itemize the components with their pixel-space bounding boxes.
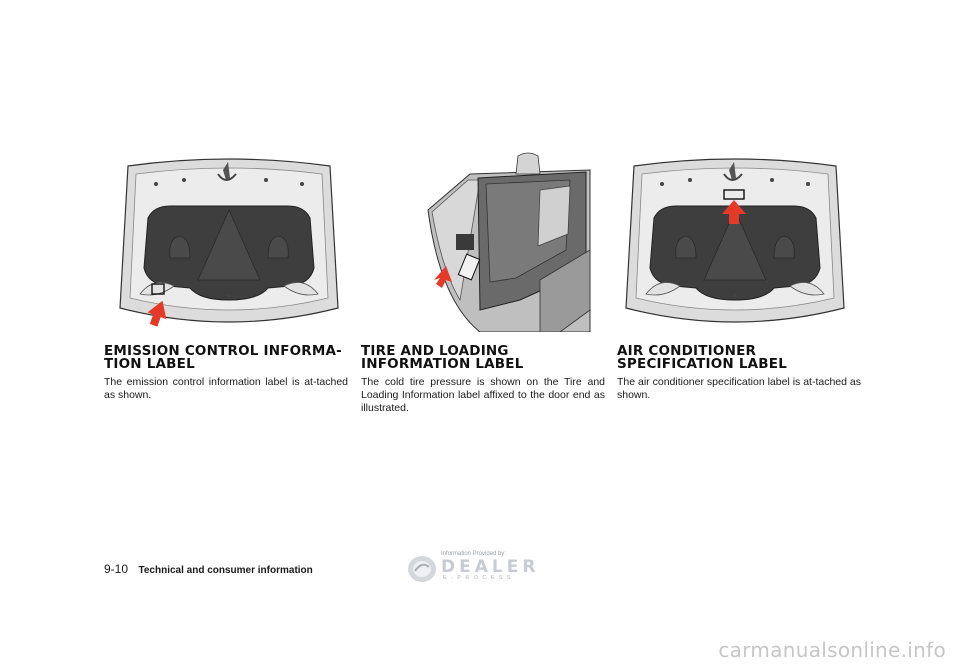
dealer-tagline: E-PROCESS [443,575,515,581]
section-heading: TIRE AND LOADING INFORMATION LABEL [361,343,524,372]
site-watermark: carmanualsonline.info [718,638,946,662]
dealer-brand: DEALER [441,557,540,577]
section-body: The emission control information label i… [104,376,348,401]
arrow-icon [434,266,452,288]
page-number: 9-10 [104,562,129,576]
dealer-logo-icon [408,556,436,582]
section-body: The cold tire pressure is shown on the T… [361,376,605,414]
section-tire-loading-label: TIRE AND LOADING INFORMATION LABEL The c… [361,343,605,415]
dealer-eprocess-logo: Information Provided by: DEALER E-PROCES… [407,551,547,585]
page-footer: 9-10 Technical and consumer information [104,560,313,578]
hood-emission-label-illustration [119,158,339,327]
section-heading: AIR CONDITIONER SPECIFICATION LABEL [617,343,787,372]
section-ac-spec-label: AIR CONDITIONER SPECIFICATION LABEL The … [617,343,861,402]
arrow-icon [722,200,746,224]
section-body: The air conditioner specification label … [617,376,861,401]
section-emission-label: EMISSION CONTROL INFORMA- TION LABEL The… [104,343,348,402]
door-tire-label-illustration [427,152,591,332]
section-heading: EMISSION CONTROL INFORMA- TION LABEL [104,343,342,372]
hood-ac-label-illustration [625,158,845,323]
arrow-icon [147,300,167,327]
dealer-provided-by: Information Provided by: [441,551,507,557]
chapter-title: Technical and consumer information [138,565,313,576]
